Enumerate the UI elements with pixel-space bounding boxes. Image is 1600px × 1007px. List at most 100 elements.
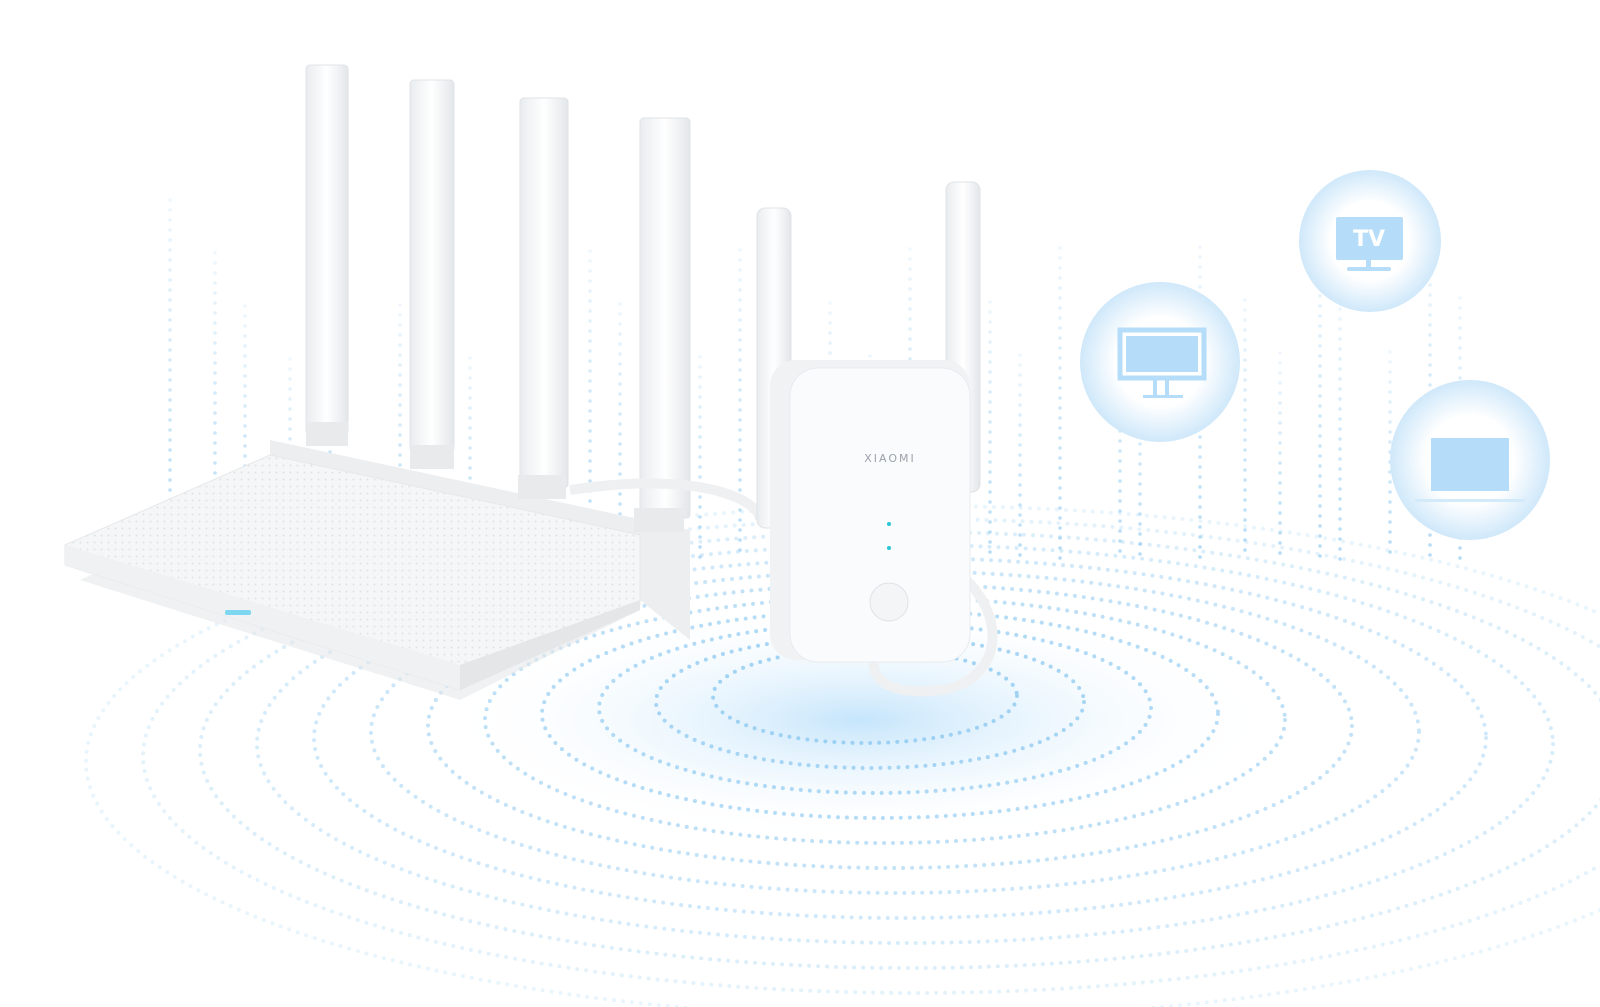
signal-dot bbox=[1318, 524, 1322, 528]
signal-dot bbox=[1243, 428, 1247, 432]
signal-dot bbox=[1318, 304, 1322, 308]
signal-dot bbox=[698, 435, 702, 439]
signal-dot bbox=[1278, 391, 1282, 395]
signal-dot bbox=[1198, 495, 1202, 499]
signal-dot bbox=[1338, 537, 1342, 541]
signal-dot bbox=[1318, 434, 1322, 438]
signal-dot bbox=[1278, 471, 1282, 475]
signal-dot bbox=[698, 525, 702, 529]
signal-dot bbox=[738, 508, 742, 512]
signal-dot bbox=[1318, 444, 1322, 448]
signal-dot bbox=[1018, 523, 1022, 527]
signal-dot bbox=[1058, 306, 1062, 310]
signal-dot bbox=[213, 441, 217, 445]
signal-dot bbox=[1198, 285, 1202, 289]
signal-dot bbox=[1428, 383, 1432, 387]
signal-dot bbox=[738, 398, 742, 402]
signal-dot bbox=[1458, 546, 1462, 550]
signal-dot bbox=[1318, 294, 1322, 298]
signal-dot bbox=[1118, 549, 1122, 553]
signal-dot bbox=[1338, 487, 1342, 491]
signal-dot bbox=[1318, 414, 1322, 418]
signal-dot bbox=[1243, 368, 1247, 372]
signal-dot bbox=[1243, 308, 1247, 312]
signal-dot bbox=[168, 458, 172, 462]
signal-dot bbox=[1058, 476, 1062, 480]
signal-dot bbox=[168, 408, 172, 412]
laptop-icon bbox=[1415, 438, 1525, 502]
signal-dot bbox=[1198, 465, 1202, 469]
signal-dot bbox=[1118, 529, 1122, 533]
signal-dot bbox=[1338, 447, 1342, 451]
signal-dot bbox=[868, 354, 872, 358]
signal-dot bbox=[988, 500, 992, 504]
signal-dot bbox=[698, 545, 702, 549]
signal-dot bbox=[213, 371, 217, 375]
signal-dot bbox=[698, 505, 702, 509]
signal-dot bbox=[588, 289, 592, 293]
signal-dot bbox=[288, 437, 292, 441]
signal-dot bbox=[1338, 437, 1342, 441]
signal-dot bbox=[243, 334, 247, 338]
signal-dot bbox=[1018, 373, 1022, 377]
signal-dot bbox=[1278, 421, 1282, 425]
signal-dot bbox=[1278, 351, 1282, 355]
signal-dot bbox=[1458, 366, 1462, 370]
signal-dot bbox=[243, 344, 247, 348]
signal-dot bbox=[1198, 515, 1202, 519]
signal-dot bbox=[243, 304, 247, 308]
signal-dot bbox=[1138, 522, 1142, 526]
signal-dot bbox=[213, 271, 217, 275]
signal-dot bbox=[618, 312, 622, 316]
signal-dot bbox=[288, 377, 292, 381]
signal-dot bbox=[1338, 427, 1342, 431]
signal-dot bbox=[1138, 442, 1142, 446]
signal-dot bbox=[738, 328, 742, 332]
signal-dot bbox=[1388, 370, 1392, 374]
signal-dot bbox=[1338, 357, 1342, 361]
signal-dot bbox=[1198, 485, 1202, 489]
signal-dot bbox=[1458, 356, 1462, 360]
signal-dot bbox=[1138, 502, 1142, 506]
signal-dot bbox=[213, 331, 217, 335]
signal-dot bbox=[618, 462, 622, 466]
signal-dot bbox=[168, 468, 172, 472]
signal-dot bbox=[588, 399, 592, 403]
signal-dot bbox=[1198, 445, 1202, 449]
tv-icon: TV bbox=[1336, 217, 1403, 271]
signal-dot bbox=[1198, 435, 1202, 439]
signal-dot bbox=[398, 363, 402, 367]
signal-dot bbox=[288, 407, 292, 411]
signal-dot bbox=[1058, 356, 1062, 360]
signal-dot bbox=[988, 320, 992, 324]
signal-dot bbox=[213, 391, 217, 395]
signal-dot bbox=[1388, 550, 1392, 554]
signal-dot bbox=[1338, 397, 1342, 401]
signal-dot bbox=[588, 369, 592, 373]
signal-dot bbox=[1388, 390, 1392, 394]
signal-dot bbox=[1058, 276, 1062, 280]
signal-dot bbox=[618, 442, 622, 446]
signal-dot bbox=[168, 398, 172, 402]
signal-dot bbox=[1458, 316, 1462, 320]
signal-dot bbox=[213, 451, 217, 455]
signal-dot bbox=[1243, 318, 1247, 322]
signal-dot bbox=[1338, 407, 1342, 411]
signal-dot bbox=[1278, 541, 1282, 545]
signal-dot bbox=[1318, 484, 1322, 488]
signal-dot bbox=[908, 287, 912, 291]
signal-dot bbox=[1278, 511, 1282, 515]
router-status-led bbox=[225, 610, 251, 615]
signal-dot bbox=[1338, 497, 1342, 501]
signal-dot bbox=[988, 490, 992, 494]
signal-dot bbox=[1138, 552, 1142, 556]
signal-dot bbox=[588, 459, 592, 463]
signal-dot bbox=[288, 387, 292, 391]
signal-dot bbox=[1428, 303, 1432, 307]
signal-dot bbox=[988, 530, 992, 534]
signal-dot bbox=[1058, 346, 1062, 350]
signal-dot bbox=[398, 313, 402, 317]
signal-dot bbox=[698, 555, 702, 559]
signal-dot bbox=[618, 342, 622, 346]
signal-dot bbox=[988, 360, 992, 364]
